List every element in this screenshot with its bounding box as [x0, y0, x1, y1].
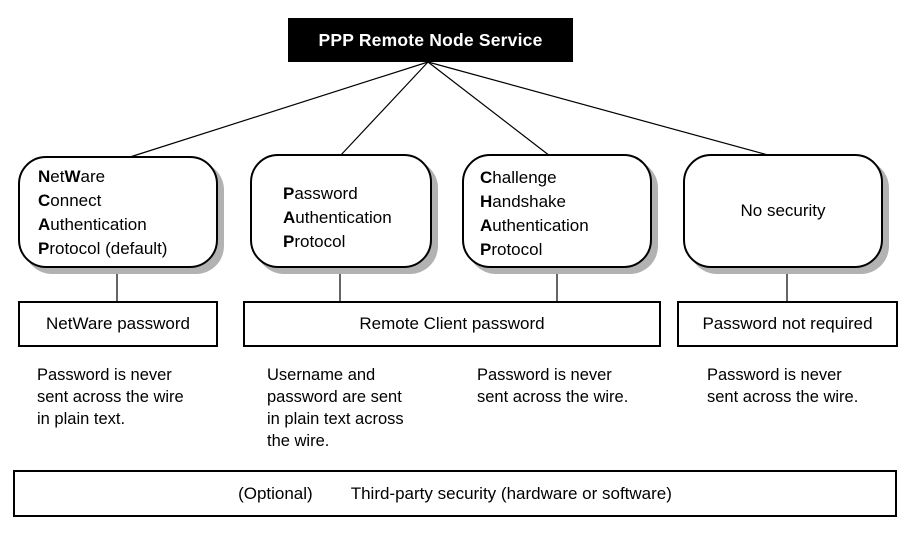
node-text-line: Protocol (default): [38, 239, 168, 258]
node-text-line: Challenge: [480, 168, 557, 187]
node-text-line: Authentication: [38, 215, 147, 234]
optional-prefix: (Optional): [238, 483, 313, 503]
node-text-line: Authentication: [283, 208, 392, 227]
box-remote-client-password: Remote Client password: [243, 301, 661, 347]
box-netware-password: NetWare password: [18, 301, 218, 347]
node-text-line: Password: [283, 184, 358, 203]
node-no-security: No security: [683, 154, 883, 268]
root-node-ppp-remote-node-service: PPP Remote Node Service: [288, 18, 573, 62]
node-text-line: NetWare: [38, 167, 106, 186]
root-node-label: PPP Remote Node Service: [318, 29, 543, 50]
branch-line-ncap: [129, 61, 429, 158]
box-netware-password-label: NetWare password: [46, 314, 190, 333]
node-text-line: No security: [740, 201, 826, 220]
node-text-line: Protocol: [283, 232, 346, 251]
node-text-line: Connect: [38, 191, 102, 210]
node-text-line: Handshake: [480, 192, 567, 211]
optional-third-party-security-box: (Optional) Third-party security (hardwar…: [13, 470, 897, 517]
branch-line-pap: [339, 61, 429, 157]
note-ncap: Password is never sent across the wire i…: [37, 366, 184, 428]
note-pap: Username and password are sent in plain …: [267, 366, 404, 450]
box-password-not-required-label: Password not required: [702, 314, 873, 333]
node-text-line: Protocol: [480, 240, 543, 259]
box-remote-client-password-label: Remote Client password: [359, 314, 545, 333]
branch-line-chap: [427, 61, 551, 157]
node-text-line: Authentication: [480, 216, 589, 235]
box-password-not-required: Password not required: [677, 301, 898, 347]
branch-line-nosecurity: [427, 61, 769, 156]
note-chap: Password is never sent across the wire.: [477, 366, 629, 406]
note-nosecurity: Password is never sent across the wire.: [707, 366, 859, 406]
optional-label: Third-party security (hardware or softwa…: [350, 483, 672, 503]
